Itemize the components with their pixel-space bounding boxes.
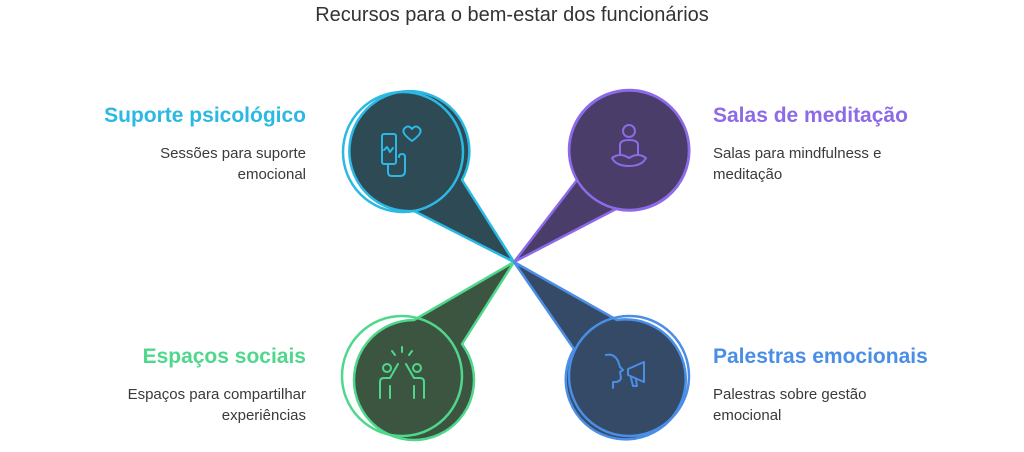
item-description: Espaços para compartilhar experiências bbox=[127, 386, 306, 424]
item-heading: Suporte psicológico bbox=[104, 104, 306, 127]
item-description: Palestras sobre gestão emocional bbox=[713, 386, 867, 424]
item-heading: Salas de meditação bbox=[713, 104, 908, 127]
item-espacos-sociais: Espaços sociais Espaços para compartilha… bbox=[6, 344, 306, 426]
meditation-icon bbox=[611, 124, 647, 167]
petal-suporte-psicologico bbox=[341, 89, 516, 264]
item-salas-meditacao: Salas de meditação Salas para mindfulnes… bbox=[713, 103, 1013, 185]
item-description: Sessões para suporte emocional bbox=[160, 145, 306, 183]
petal-palestras-emocionais bbox=[512, 260, 691, 441]
petal-salas-meditacao bbox=[512, 88, 691, 264]
diagram-title: Recursos para o bem-estar dos funcionári… bbox=[315, 4, 709, 26]
high-five-icon bbox=[379, 346, 425, 399]
item-heading: Palestras emocionais bbox=[713, 345, 928, 368]
speaker-megaphone-icon bbox=[605, 353, 645, 389]
petal-espacos-sociais bbox=[340, 260, 516, 442]
item-description: Salas para mindfulness e meditação bbox=[713, 145, 882, 183]
hand-heart-icon bbox=[381, 125, 422, 177]
item-palestras-emocionais: Palestras emocionais Palestras sobre ges… bbox=[713, 344, 1013, 426]
item-heading: Espaços sociais bbox=[142, 345, 306, 368]
item-suporte-psicologico: Suporte psicológico Sessões para suporte… bbox=[6, 103, 306, 185]
